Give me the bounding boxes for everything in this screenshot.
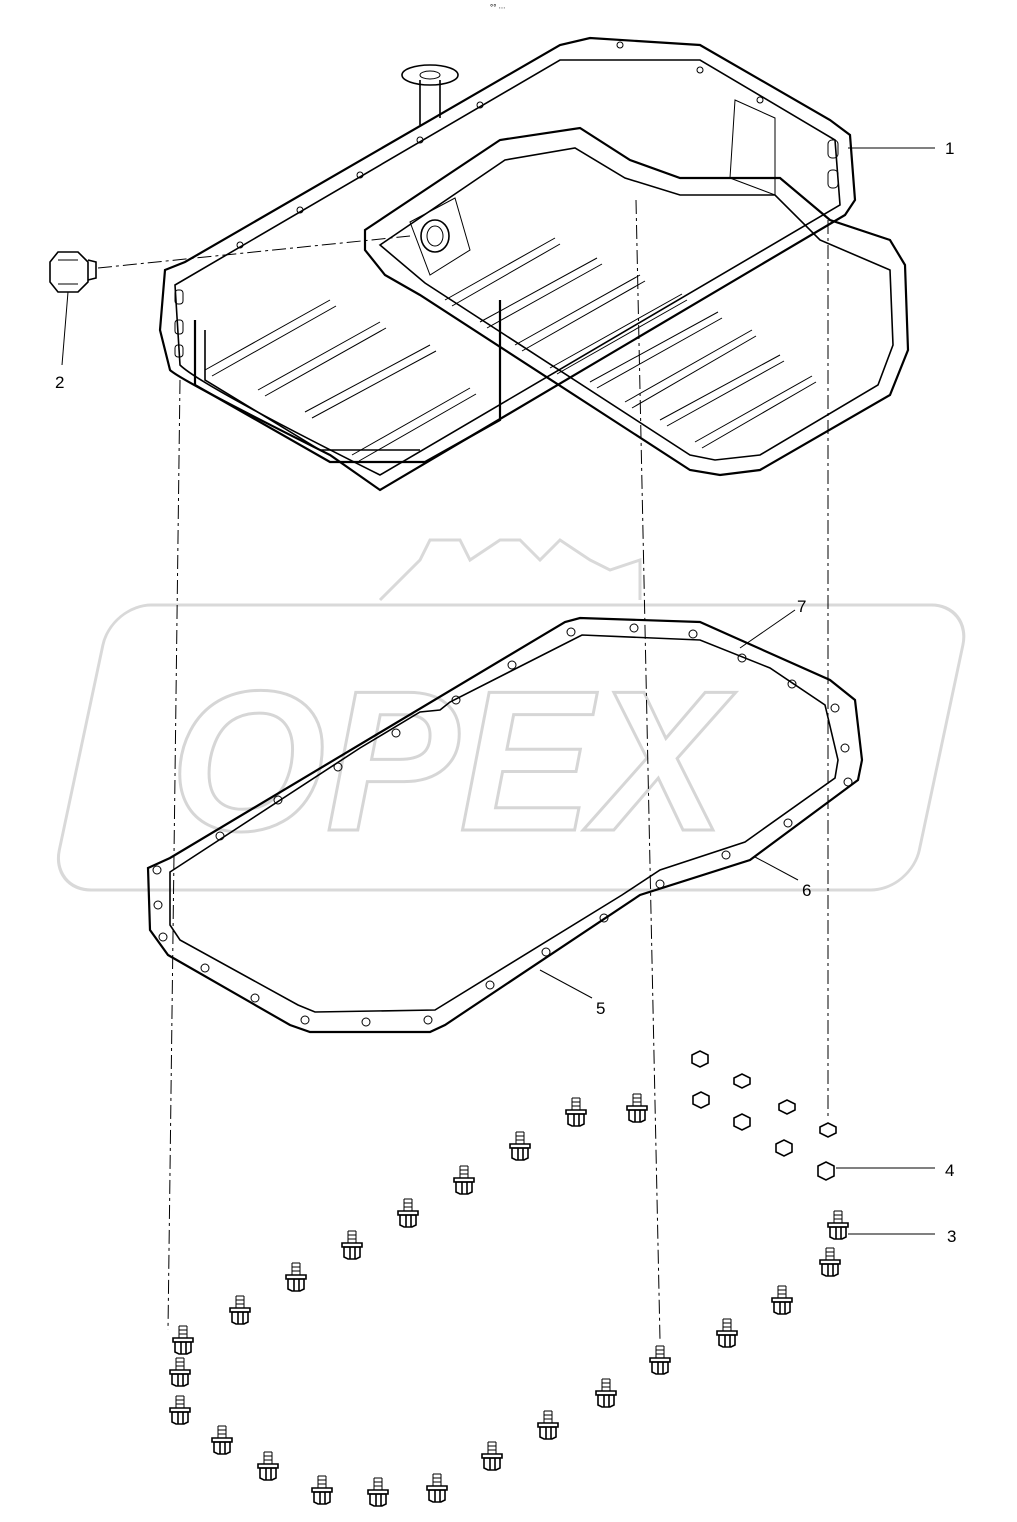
- callout-1: 1: [945, 139, 954, 158]
- bolt: [595, 1378, 617, 1408]
- drain-plug: [49, 251, 97, 293]
- bolt: [626, 1093, 648, 1123]
- watermark-text: OPEX: [170, 650, 736, 873]
- bolt: [453, 1165, 475, 1195]
- callout-7: 7: [797, 597, 806, 616]
- bolt: [426, 1473, 448, 1503]
- bolt: [819, 1247, 841, 1277]
- bolt: [169, 1357, 191, 1387]
- bolt: [229, 1295, 251, 1325]
- gasket: [146, 616, 864, 1034]
- bolt: [397, 1198, 419, 1228]
- bolt: [211, 1425, 233, 1455]
- bolt: [716, 1318, 738, 1348]
- bolt: [285, 1262, 307, 1292]
- bolt: [341, 1230, 363, 1260]
- callout-5: 5: [596, 999, 605, 1018]
- callouts: 1 2 3 4 5 6 7: [55, 139, 956, 1246]
- callout-4: 4: [945, 1161, 954, 1180]
- callout-2: 2: [55, 373, 64, 392]
- nuts-and-washers: [691, 1050, 837, 1181]
- bolt: [481, 1441, 503, 1471]
- header-mark: °° ∙∙∙: [490, 3, 505, 12]
- bolt: [537, 1410, 559, 1440]
- bolt: [565, 1097, 587, 1127]
- bolt: [649, 1345, 671, 1375]
- bolt: [509, 1131, 531, 1161]
- bolt: [311, 1475, 333, 1505]
- bolt: [257, 1451, 279, 1481]
- bolt: [367, 1477, 389, 1507]
- bolts: [169, 1093, 849, 1507]
- callout-6: 6: [802, 881, 811, 900]
- watermark-logo: OPEX: [56, 538, 966, 892]
- bolt: [827, 1210, 849, 1240]
- callout-3: 3: [947, 1227, 956, 1246]
- drain-plug-leader: [97, 235, 411, 269]
- oil-pan: [158, 36, 910, 492]
- watermark-gear: [378, 538, 642, 602]
- bolt: [771, 1285, 793, 1315]
- watermark-frame: [56, 603, 966, 892]
- bolt: [169, 1395, 191, 1425]
- bolt: [172, 1325, 194, 1355]
- alignment-lines: [167, 199, 829, 1341]
